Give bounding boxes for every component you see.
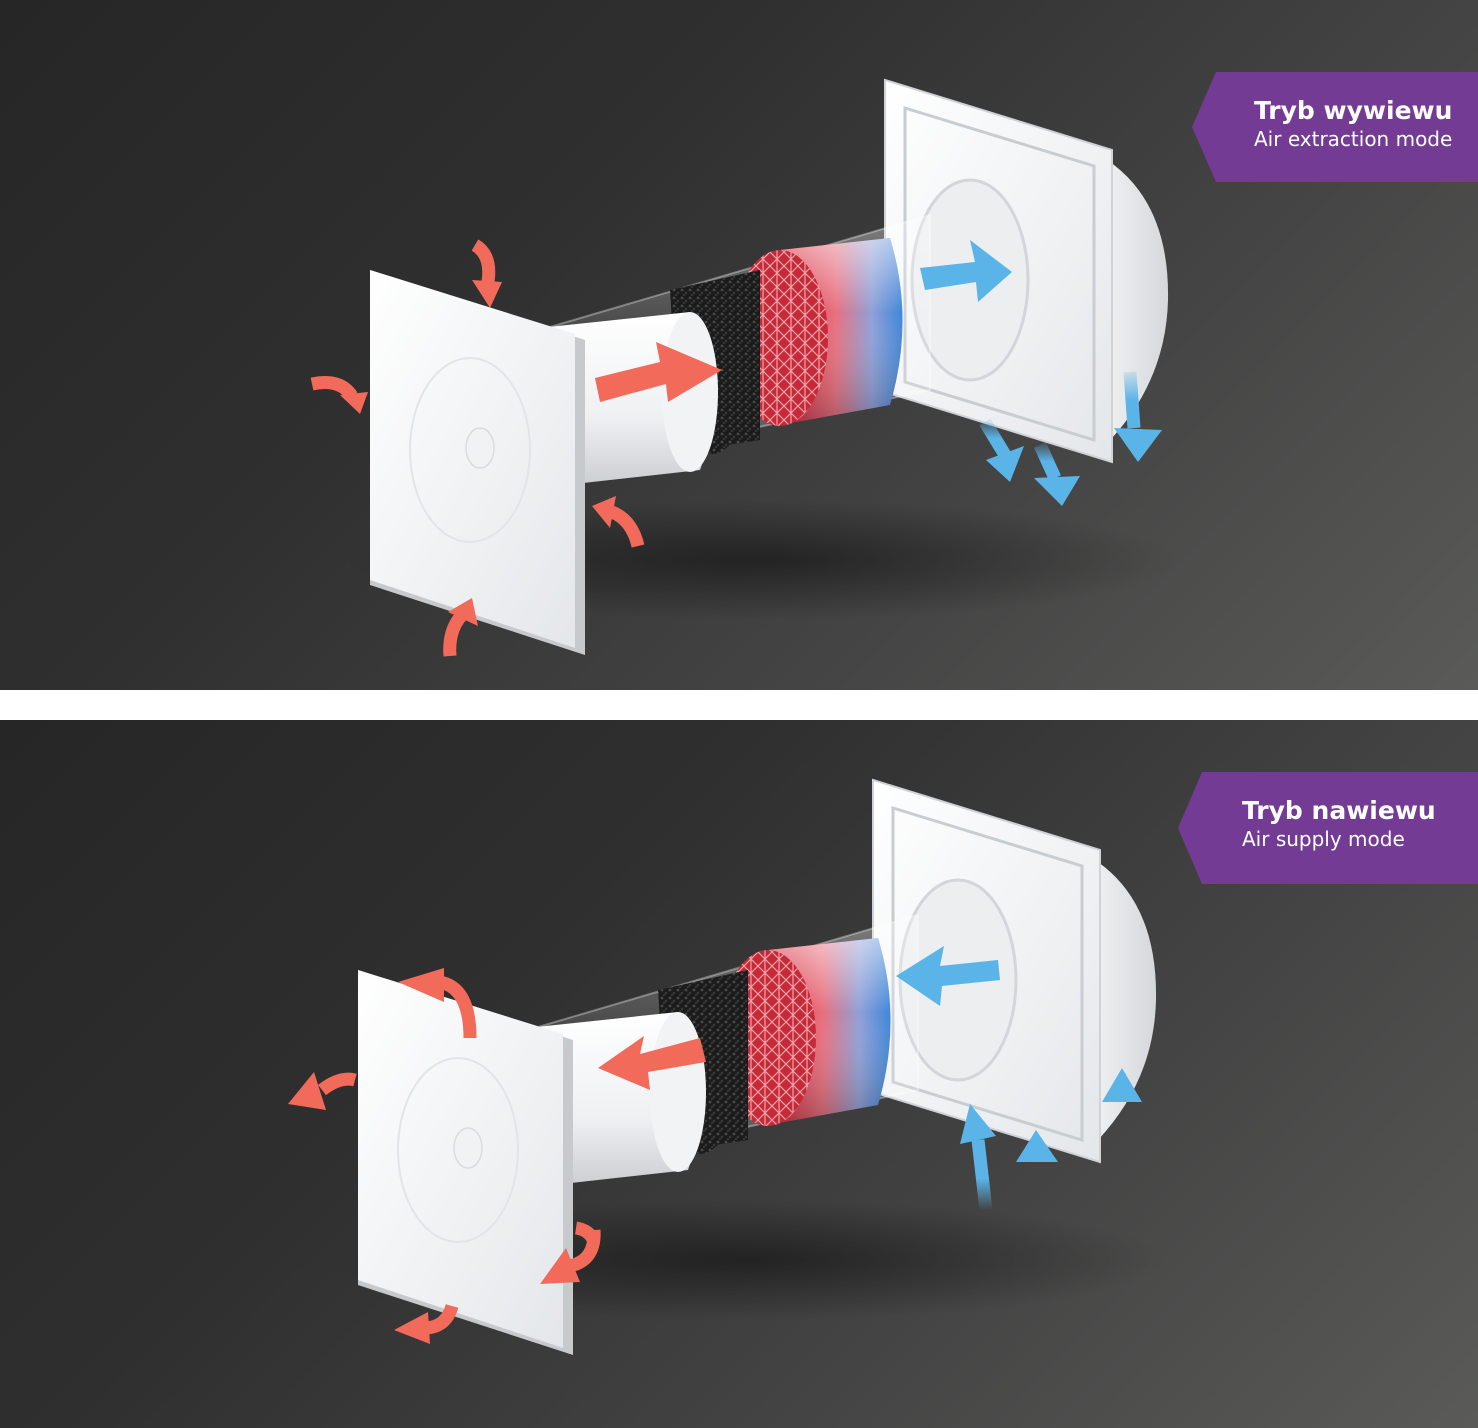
red-air-flow-arrow-icon (310, 376, 368, 414)
mode-subtitle: Air extraction mode (1254, 127, 1453, 151)
blue-air-flow-arrow-icon (1102, 1068, 1142, 1172)
red-air-flow-arrow-icon (540, 1221, 601, 1284)
red-air-flow-arrow-icon (471, 239, 502, 308)
mode-badge-supply: Tryb nawiewu Air supply mode (1178, 772, 1478, 884)
red-air-flow-arrow-icon (592, 496, 645, 548)
blue-air-flow-arrow-icon (960, 1104, 996, 1211)
blue-air-flow-arrow-icon (920, 240, 1012, 302)
blue-air-flow-arrow-icon (979, 418, 1024, 482)
blue-air-flow-arrow-icon (896, 946, 1000, 1006)
mode-title: Tryb nawiewu (1242, 796, 1436, 825)
mode-subtitle: Air supply mode (1242, 827, 1405, 851)
blue-air-flow-arrow-icon (1114, 371, 1162, 462)
red-air-flow-arrow-icon (288, 1072, 357, 1110)
red-air-flow-arrow-icon (595, 342, 722, 402)
red-air-flow-arrow-icon (598, 1036, 706, 1090)
blue-air-flow-arrow-icon (1016, 1130, 1058, 1216)
extraction-device-illustration (310, 78, 1182, 657)
supply-device-illustration (288, 778, 1170, 1357)
extraction-mode-panel: Tryb wywiewu Air extraction mode (0, 0, 1478, 690)
red-air-flow-arrow-icon (398, 968, 477, 1039)
blue-air-flow-arrow-icon (1034, 442, 1080, 506)
red-air-flow-arrow-icon (443, 598, 478, 657)
mode-title: Tryb wywiewu (1254, 96, 1453, 125)
supply-mode-panel: Tryb nawiewu Air supply mode (0, 720, 1478, 1428)
mode-badge-extraction: Tryb wywiewu Air extraction mode (1192, 72, 1478, 182)
red-air-flow-arrow-icon (394, 1303, 459, 1344)
